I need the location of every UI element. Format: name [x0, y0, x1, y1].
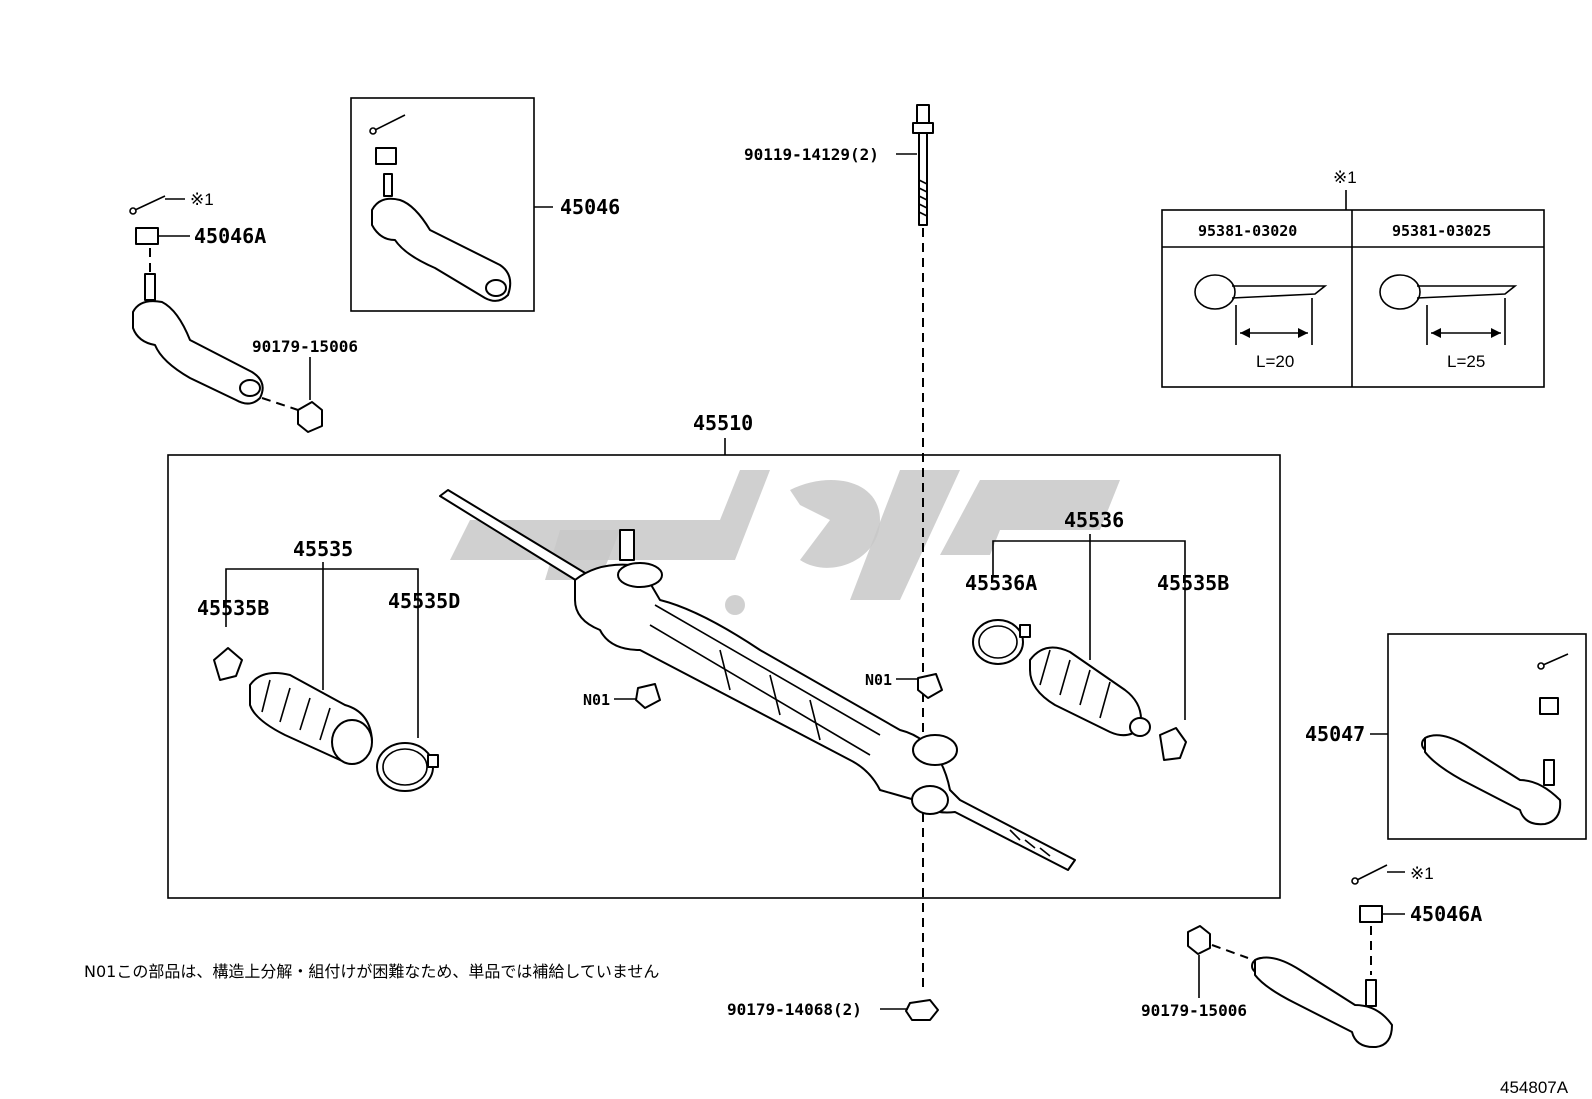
label-90179-15006-upper: 90179-15006	[252, 337, 358, 356]
castle-nut-icon-right-box	[1539, 697, 1559, 715]
label-45046: 45046	[560, 195, 620, 219]
label-45535B-left: 45535B	[197, 596, 269, 620]
label-n01-right: N01	[865, 671, 892, 689]
castle-nut-icon	[375, 147, 397, 165]
clamp-right-icon	[972, 619, 1031, 665]
clamp-left-icon	[376, 742, 439, 792]
label-45047: 45047	[1305, 722, 1365, 746]
n01-left-icon	[635, 683, 661, 709]
cotter-pin-icon-right-box	[1537, 653, 1569, 670]
tie-rod-end-right-icon	[1421, 734, 1562, 826]
label-cotter-mark-right: ※1	[1410, 864, 1434, 883]
bushing-left-icon	[297, 401, 323, 433]
diagram-id: 454807A	[1500, 1078, 1569, 1097]
table-length-2: L=25	[1447, 352, 1485, 371]
castle-nut-lower-right-icon	[1359, 905, 1383, 923]
label-cotter-table-mark: ※1	[1333, 168, 1357, 187]
steering-rack-icon	[439, 489, 1076, 871]
label-45536: 45536	[1064, 508, 1124, 532]
cotter-pin-table	[1161, 209, 1545, 388]
table-length-1: L=20	[1256, 352, 1294, 371]
label-n01-left: N01	[583, 691, 610, 709]
n01-right-icon	[917, 673, 943, 699]
label-45046A-left: 45046A	[194, 224, 266, 248]
tie-rod-end-lh-box	[1387, 633, 1587, 840]
cotter-pin-lower-right-icon	[1351, 864, 1405, 885]
label-45510: 45510	[693, 411, 753, 435]
label-90119-14129: 90119-14129(2)	[744, 145, 879, 164]
clip-left-icon	[213, 647, 243, 681]
boot-right-icon	[1029, 646, 1151, 737]
bushing-lower-right-icon	[1187, 925, 1211, 955]
label-45535B-right: 45535B	[1157, 571, 1229, 595]
rack-assembly-box	[167, 454, 1281, 899]
table-part-2: 95381-03025	[1392, 222, 1491, 240]
label-90179-15006-lower: 90179-15006	[1141, 1001, 1247, 1020]
cotter-pin-25-icon	[1379, 274, 1518, 345]
tie-rod-end-icon	[371, 173, 512, 302]
tie-rod-end-rh-box	[350, 97, 535, 312]
cotter-pin-left-icon	[129, 195, 185, 215]
boot-left-icon	[249, 672, 373, 765]
label-45535: 45535	[293, 537, 353, 561]
bolt-icon	[912, 104, 934, 226]
flange-nut-icon	[905, 999, 939, 1021]
tie-rod-end-lower-right-icon	[1251, 956, 1393, 1049]
label-90179-14068: 90179-14068(2)	[727, 1000, 862, 1019]
tie-rod-end-left-icon	[132, 273, 264, 405]
table-part-1: 95381-03020	[1198, 222, 1297, 240]
label-45046A-right: 45046A	[1410, 902, 1482, 926]
note-n01: N01この部品は、構造上分解・組付けが困難なため、単品では補給していません	[84, 962, 659, 981]
cotter-pin-icon	[369, 114, 406, 135]
cotter-pin-20-icon	[1194, 274, 1328, 345]
label-cotter-mark-left: ※1	[190, 190, 214, 209]
label-45536A: 45536A	[965, 571, 1037, 595]
label-45535D: 45535D	[388, 589, 460, 613]
clip-right-icon	[1159, 727, 1187, 761]
castle-nut-left-icon	[135, 227, 159, 245]
